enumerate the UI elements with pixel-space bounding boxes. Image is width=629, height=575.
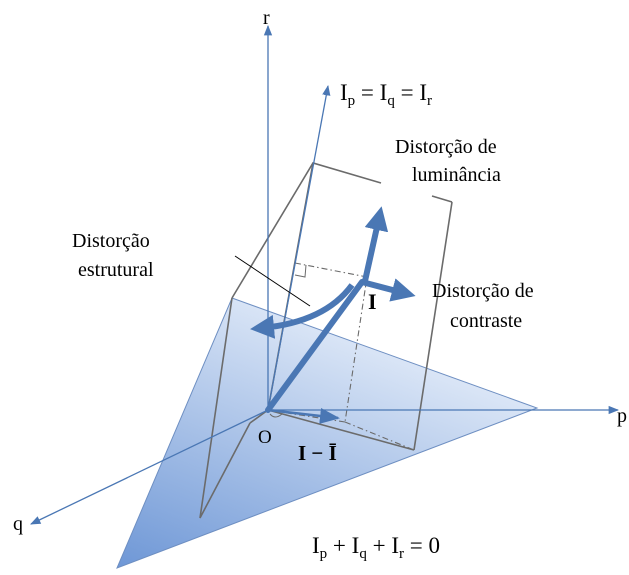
right-angle-mark-origin <box>269 413 283 418</box>
structural-distortion-arrow <box>250 283 355 339</box>
plane-triangle <box>116 297 539 569</box>
structural-leader-line <box>234 255 311 307</box>
structural-label-line2: estrutural <box>78 259 154 281</box>
plane-equation: Ip + Iq + Ir = 0 <box>312 533 440 562</box>
vector-label-projection: I − Ī <box>298 441 337 465</box>
origin-label: O <box>258 427 272 448</box>
contrast-label-line2: contraste <box>450 310 522 332</box>
luminance-label-line2: luminância <box>412 164 501 186</box>
axis-q <box>30 409 269 525</box>
right-angle-mark-top <box>294 264 307 278</box>
vector-projection <box>267 408 340 424</box>
contrast-label-line1: Distorção de <box>432 280 534 302</box>
vector-label-I: I <box>368 289 377 314</box>
diagonal-equation: Ip = Iq = Ir <box>340 80 432 109</box>
vector-image-I <box>265 279 365 413</box>
axes <box>30 24 620 525</box>
axis-label-r: r <box>263 7 270 29</box>
axis-diagonal <box>267 84 331 411</box>
luminance-label-line1: Distorção de <box>395 136 497 158</box>
axis-label-q: q <box>13 513 23 535</box>
structural-label-line1: Distorção <box>72 230 150 252</box>
axis-label-p: p <box>617 405 627 427</box>
vector-contrast <box>361 278 416 302</box>
vector-luminance <box>362 206 389 282</box>
